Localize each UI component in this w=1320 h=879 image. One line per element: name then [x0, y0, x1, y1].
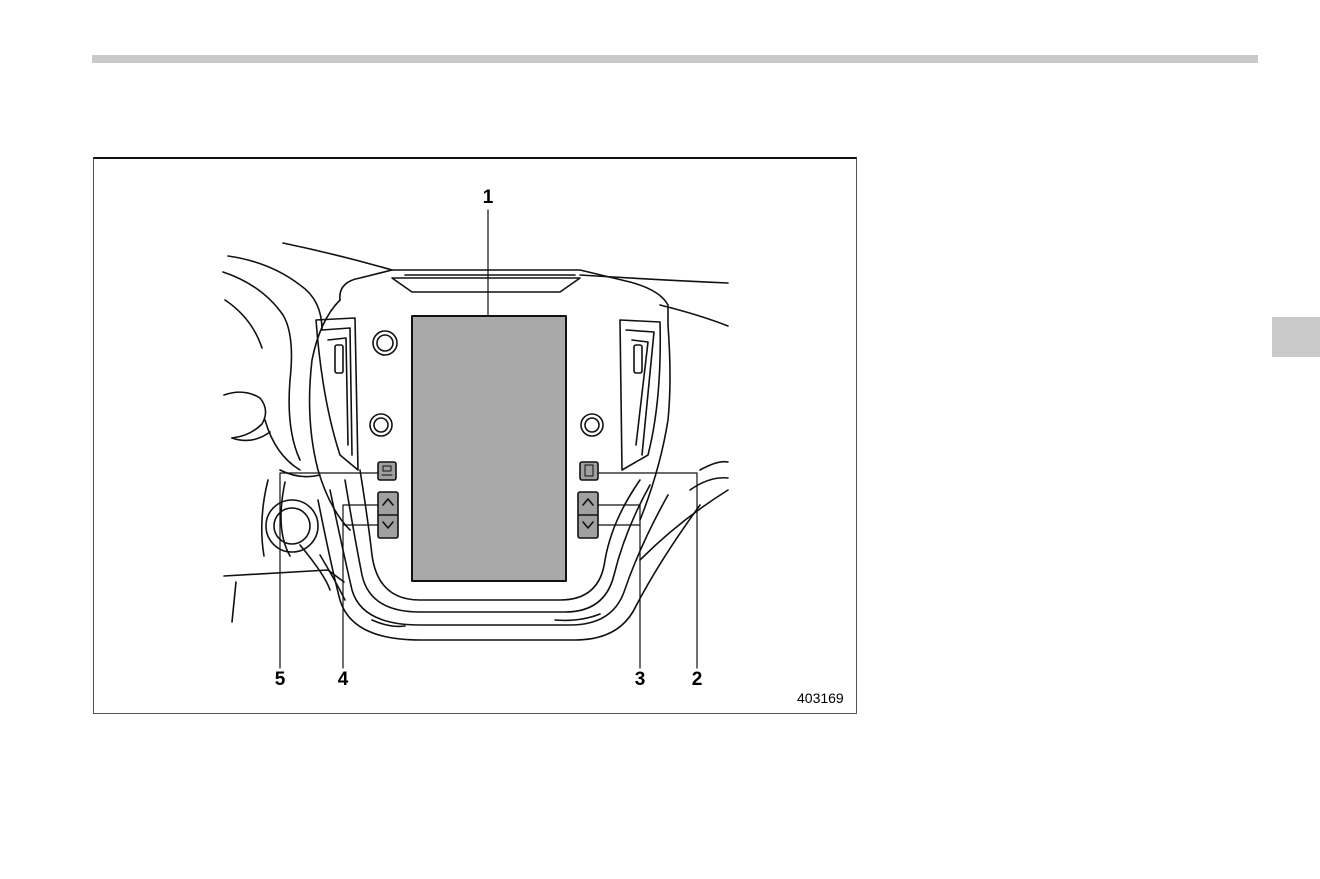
steering-hand: [224, 392, 266, 438]
left-dash-2: [223, 272, 300, 460]
callout-4: 4: [338, 670, 349, 689]
hood-slot: [392, 278, 580, 292]
callout-1: 1: [483, 188, 494, 207]
dash-top-line: [283, 243, 392, 270]
dash-top-line-right: [580, 275, 728, 283]
figure-id: 403169: [797, 690, 844, 706]
left-dash-3: [225, 300, 262, 348]
callout-3: 3: [635, 670, 646, 689]
left-dash-1: [228, 256, 322, 330]
touchscreen: [412, 316, 566, 581]
callout-5: 5: [275, 670, 286, 689]
callout-2: 2: [692, 670, 703, 689]
right-vent: [620, 320, 660, 470]
dash-line-right2: [660, 305, 728, 326]
